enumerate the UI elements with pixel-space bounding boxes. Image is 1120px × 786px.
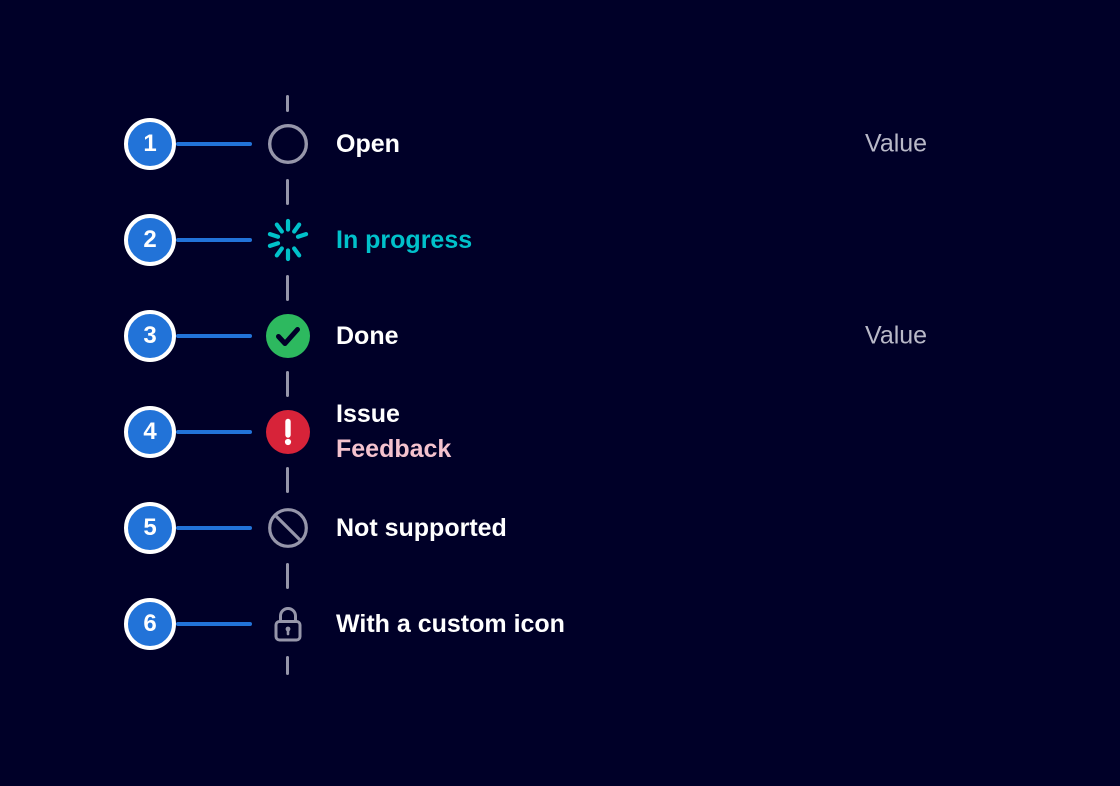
open-circle-icon [266,122,310,166]
annotation-connector-line [176,142,252,146]
timeline-dash [286,95,289,112]
blocked-icon [266,506,310,550]
step-value: Value [865,129,928,158]
annotation-marker-6: 6 [124,598,176,650]
step-row-open: 1 Open Value [124,96,1120,192]
annotation-number: 1 [143,130,157,157]
step-sublabel: Feedback [336,435,452,463]
annotation-connector-line [176,430,252,434]
annotation-number: 4 [143,418,157,445]
annotation-connector-line [176,526,252,530]
timeline-dash [286,371,289,397]
annotation-marker-5: 5 [124,502,176,554]
timeline-dash [286,275,289,301]
annotation-number: 2 [143,226,157,253]
step-row-custom-icon: 6 With a custom icon [124,576,1120,672]
step-label: Open [336,129,400,158]
timeline-dash [286,467,289,493]
error-exclamation-icon [266,410,310,454]
annotation-number: 6 [143,610,157,637]
spinner-icon [266,218,310,262]
annotation-connector-line [176,622,252,626]
annotation-marker-3: 3 [124,310,176,362]
lock-icon [266,602,310,646]
annotation-marker-4: 4 [124,406,176,458]
step-row-issue: 4 Issue Feedback [124,384,1120,480]
timeline-dash [286,179,289,205]
step-label: Done [336,321,399,350]
step-value: Value [865,321,928,350]
step-row-done: 3 Done Value [124,288,1120,384]
step-label: Not supported [336,513,507,542]
annotation-number: 5 [143,514,157,541]
annotation-marker-2: 2 [124,214,176,266]
step-row-in-progress: 2 In progress [124,192,1120,288]
step-label: Issue [336,400,400,428]
step-row-not-supported: 5 Not supported [124,480,1120,576]
annotation-connector-line [176,334,252,338]
annotation-marker-1: 1 [124,118,176,170]
step-label: In progress [336,225,473,254]
timeline-dash [286,563,289,589]
step-label: With a custom icon [336,609,565,638]
annotation-connector-line [176,238,252,242]
annotation-number: 3 [143,322,157,349]
timeline-dash [286,656,289,675]
success-check-icon [266,314,310,358]
